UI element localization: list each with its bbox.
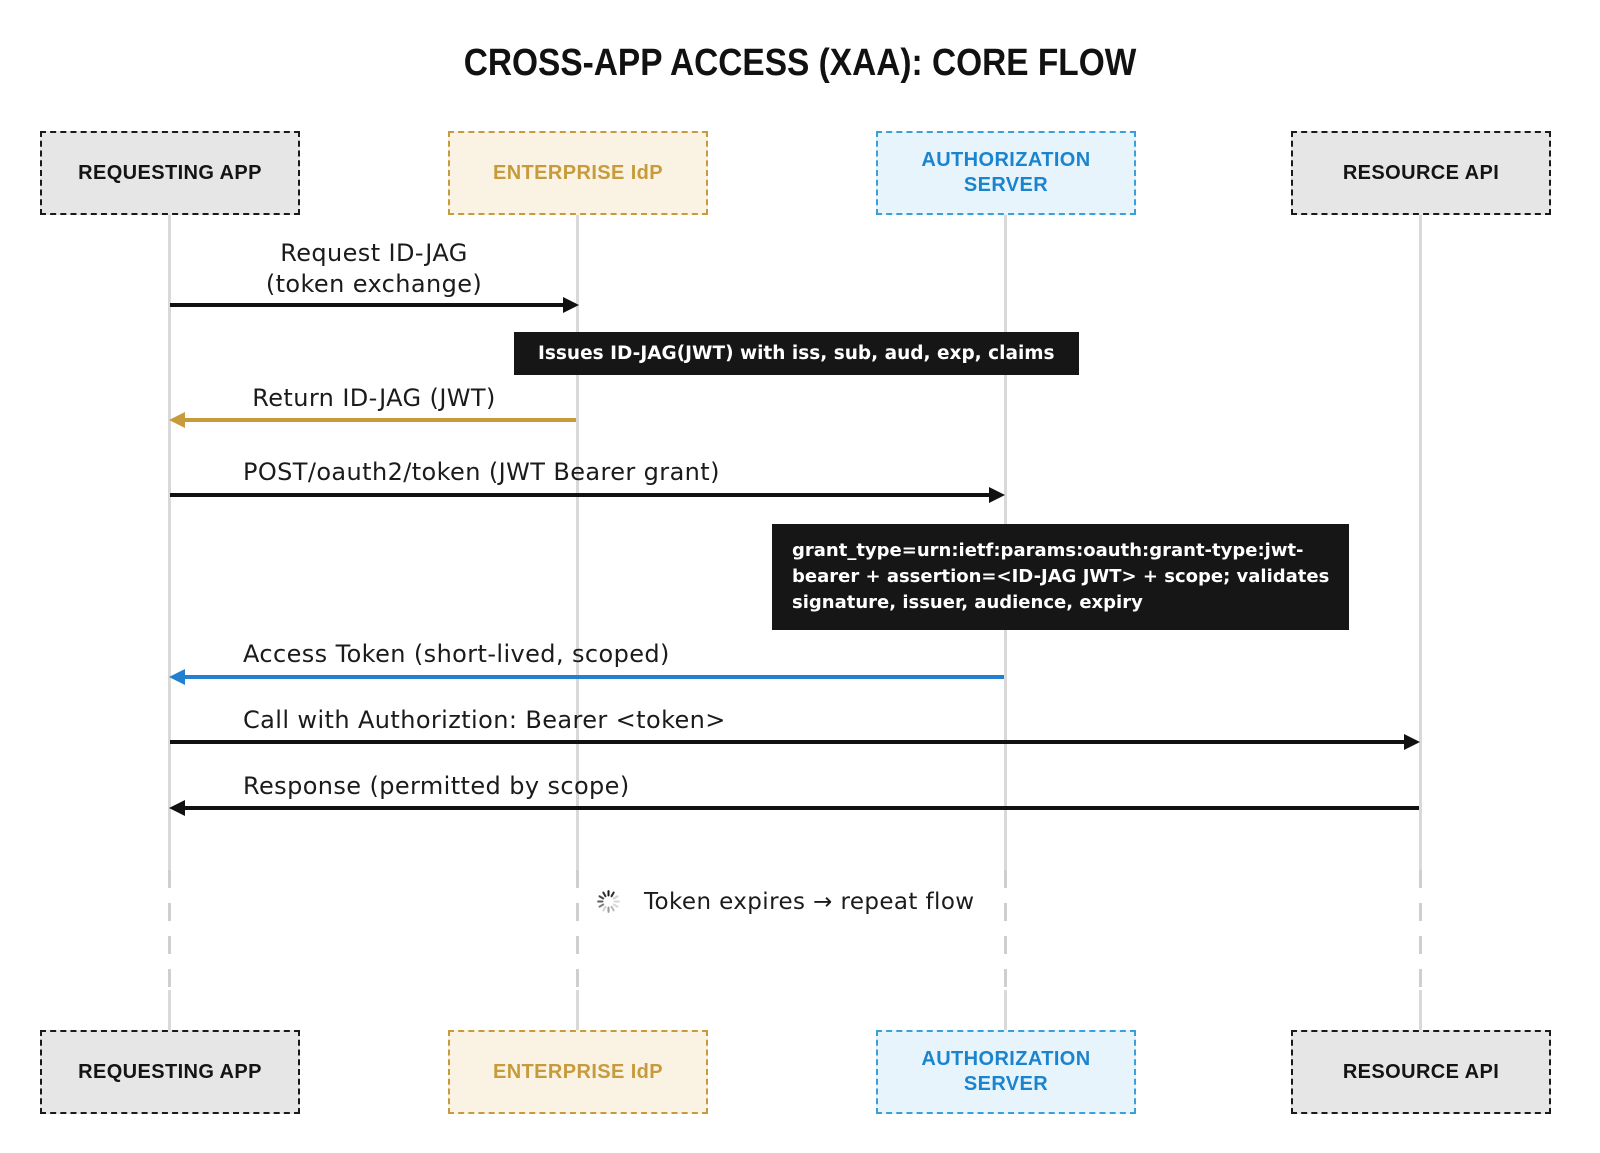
lifeline-authorization-server-dashed xyxy=(1004,870,1007,990)
lifeline-enterprise-idp-dashed xyxy=(576,870,579,990)
lifeline-authorization-server-stub xyxy=(1004,990,1007,1032)
note-idp-issues-id-jag: Issues ID-JAG(JWT) with iss, sub, aud, e… xyxy=(514,332,1079,375)
message-label-request-id-jag: Request ID-JAG (token exchange) xyxy=(265,239,483,298)
actor-label: AUTHORIZATION SERVER xyxy=(921,1048,1091,1095)
actor-box-authorization-server-bottom: AUTHORIZATION SERVER xyxy=(876,1030,1136,1114)
actor-box-resource-api-top: RESOURCE API xyxy=(1291,131,1551,215)
lifeline-resource-api xyxy=(1419,215,1422,870)
actor-box-requesting-app-bottom: REQUESTING APP xyxy=(40,1030,300,1114)
message-arrow-return-id-jag xyxy=(169,412,576,428)
actor-box-resource-api-bottom: RESOURCE API xyxy=(1291,1030,1551,1114)
actor-box-enterprise-idp-bottom: ENTERPRISE IdP xyxy=(448,1030,708,1114)
actor-label: AUTHORIZATION SERVER xyxy=(921,149,1091,196)
lifeline-requesting-app xyxy=(168,215,171,870)
loop-note-text: Token expires → repeat flow xyxy=(644,888,975,915)
spinner-icon xyxy=(597,890,620,913)
message-label-call-bearer-token: Call with Authoriztion: Bearer <token> xyxy=(243,706,726,734)
actor-box-enterprise-idp-top: ENTERPRISE IdP xyxy=(448,131,708,215)
lifeline-requesting-app-stub xyxy=(168,990,171,1032)
actor-label: RESOURCE API xyxy=(1342,1060,1500,1083)
arrowhead-right-icon xyxy=(989,487,1005,503)
actor-box-authorization-server-top: AUTHORIZATION SERVER xyxy=(876,131,1136,215)
message-label-return-id-jag: Return ID-JAG (JWT) xyxy=(252,384,496,412)
message-label-access-token: Access Token (short-lived, scoped) xyxy=(243,640,670,668)
message-arrow-call-bearer-token xyxy=(170,734,1420,750)
message-arrow-response xyxy=(169,800,1419,816)
page-title: CROSS-APP ACCESS (XAA): CORE FLOW xyxy=(463,42,1137,84)
actor-label: RESOURCE API xyxy=(1342,161,1500,184)
message-arrow-access-token xyxy=(169,669,1004,685)
actor-label: ENTERPRISE IdP xyxy=(492,1060,664,1083)
arrowhead-left-icon xyxy=(169,669,185,685)
lifeline-resource-api-stub xyxy=(1419,990,1422,1032)
message-arrow-post-oauth2-token xyxy=(170,487,1005,503)
arrowhead-left-icon xyxy=(169,412,185,428)
arrowhead-right-icon xyxy=(1404,734,1420,750)
loop-note: Token expires → repeat flow xyxy=(595,888,975,915)
lifeline-enterprise-idp-stub xyxy=(576,990,579,1032)
lifeline-enterprise-idp xyxy=(576,215,579,870)
actor-label: REQUESTING APP xyxy=(78,161,262,184)
message-label-post-oauth2-token: POST/oauth2/token (JWT Bearer grant) xyxy=(243,458,720,486)
actor-label: REQUESTING APP xyxy=(78,1060,262,1083)
lifeline-resource-api-dashed xyxy=(1419,870,1422,990)
arrowhead-right-icon xyxy=(563,297,579,313)
message-label-response: Response (permitted by scope) xyxy=(243,772,630,800)
actor-box-requesting-app-top: REQUESTING APP xyxy=(40,131,300,215)
note-grant-type-validation: grant_type=urn:ietf:params:oauth:grant-t… xyxy=(772,524,1350,630)
message-arrow-request-id-jag xyxy=(170,297,579,313)
arrowhead-left-icon xyxy=(169,800,185,816)
lifeline-requesting-app-dashed xyxy=(168,870,171,990)
actor-label: ENTERPRISE IdP xyxy=(492,161,664,184)
